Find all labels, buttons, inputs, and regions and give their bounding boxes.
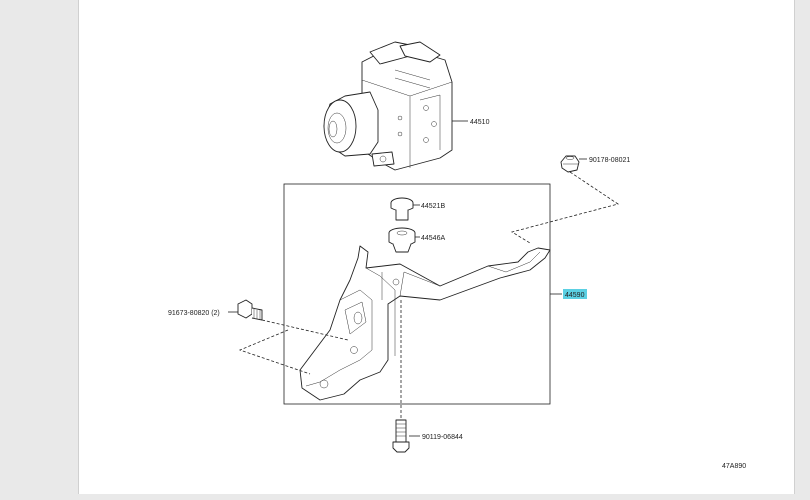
left-bolt-dashed-b bbox=[238, 329, 311, 375]
cushion-b-drawing bbox=[390, 197, 414, 221]
figure-code: 47A890 bbox=[722, 463, 746, 470]
nut-label: 90178-08021 bbox=[589, 157, 630, 164]
left-bolt-label: 91673-80820 (2) bbox=[168, 310, 220, 317]
bottom-bolt-drawing bbox=[392, 419, 410, 453]
cushion-a-label: 44546A bbox=[421, 235, 445, 242]
bottom-bolt-label: 90119-06844 bbox=[422, 434, 463, 441]
left-bolt-drawing bbox=[237, 299, 263, 321]
bracket-label-highlight bbox=[563, 289, 587, 299]
actuator-label: 44510 bbox=[470, 119, 490, 126]
cushion-b-label: 44521B bbox=[421, 203, 445, 210]
nut-dashed-path bbox=[510, 171, 619, 244]
bracket-label: 44590 bbox=[565, 292, 585, 299]
nut-drawing bbox=[560, 155, 580, 173]
bracket-drawing bbox=[299, 245, 551, 401]
abs-actuator-drawing bbox=[323, 41, 453, 171]
cushion-a-drawing bbox=[388, 227, 416, 253]
